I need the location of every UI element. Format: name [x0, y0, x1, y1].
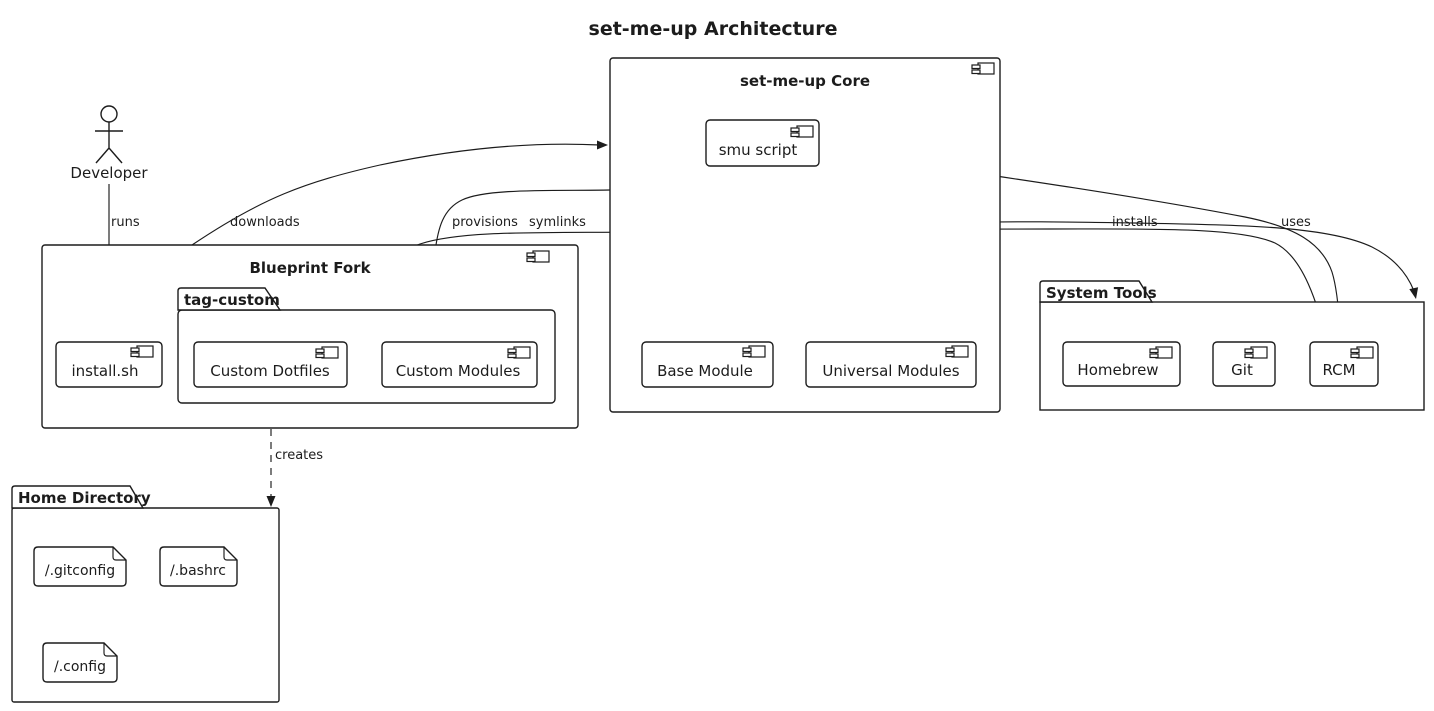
arrowhead-downloads: [597, 140, 608, 150]
blueprint-fork-title: Blueprint Fork: [249, 259, 371, 277]
component-icon: [790, 125, 814, 138]
custom-dotfiles-label: Custom Dotfiles: [210, 362, 330, 380]
component-icon: [1244, 346, 1268, 359]
smu-script-label: smu script: [719, 141, 798, 159]
rcm-label: RCM: [1322, 361, 1355, 379]
component-icon: [130, 345, 154, 358]
home-directory-tab: [11, 485, 145, 509]
actor-body: [95, 122, 123, 164]
edge-label-creates: creates: [275, 448, 323, 463]
component-base-module: Base Module: [641, 341, 774, 388]
actor-head: [100, 105, 118, 123]
homebrew-label: Homebrew: [1077, 361, 1158, 379]
edge-label-symlinks: symlinks: [529, 215, 586, 230]
file-gitconfig: /.gitconfig: [33, 546, 127, 587]
component-icon: [742, 345, 766, 358]
file-bashrc: /.bashrc: [159, 546, 238, 587]
system-tools-tab: [1039, 280, 1154, 303]
component-icon: [507, 346, 531, 359]
tag-custom-title: tag-custom: [184, 291, 280, 309]
component-icon: [315, 346, 339, 359]
gitconfig-shape: [33, 546, 127, 587]
edge-label-uses: uses: [1281, 215, 1311, 230]
component-icon: [1350, 346, 1374, 359]
component-icon: [945, 345, 969, 358]
custom-dotfiles-box: [193, 341, 348, 388]
component-homebrew: Homebrew: [1062, 341, 1181, 387]
component-icon: [1149, 346, 1173, 359]
edge-label-downloads: downloads: [230, 215, 300, 230]
config-shape: [42, 642, 118, 683]
edge-label-provisions-custom-modules: provisions: [452, 215, 518, 230]
gitconfig-label: /.gitconfig: [45, 563, 115, 579]
tag-custom-tab: [177, 287, 282, 311]
actor-label: Developer: [70, 164, 148, 182]
component-custom-modules: Custom Modules: [381, 341, 538, 388]
base-module-box: [641, 341, 774, 388]
arrowhead-installs: [1409, 287, 1419, 299]
component-custom-dotfiles: Custom Dotfiles: [193, 341, 348, 388]
git-label: Git: [1231, 361, 1253, 379]
component-universal-modules: Universal Modules: [805, 341, 977, 388]
file-config: /.config: [42, 642, 118, 683]
bashrc-shape: [159, 546, 238, 587]
component-smu-script: smu script: [705, 119, 820, 167]
diagram-title: set-me-up Architecture: [589, 18, 838, 40]
component-icon: [971, 62, 995, 75]
component-rcm: RCM: [1309, 341, 1379, 387]
config-fold: [103, 643, 117, 657]
custom-modules-label: Custom Modules: [396, 362, 521, 380]
arrowhead-creates: [266, 496, 276, 507]
component-icon: [526, 250, 550, 263]
install-sh-label: install.sh: [72, 362, 139, 380]
bashrc-fold: [223, 547, 237, 561]
gitconfig-fold: [112, 547, 126, 561]
actor-developer: Developer: [70, 105, 148, 182]
universal-modules-label: Universal Modules: [822, 362, 959, 380]
component-git: Git: [1212, 341, 1276, 387]
edge-label-installs: installs: [1112, 215, 1158, 230]
custom-modules-box: [381, 341, 538, 388]
bashrc-label: /.bashrc: [170, 563, 226, 579]
config-label: /.config: [54, 659, 106, 675]
home-directory-title: Home Directory: [18, 489, 151, 507]
base-module-label: Base Module: [657, 362, 753, 380]
universal-modules-box: [805, 341, 977, 388]
system-tools-title: System Tools: [1046, 284, 1157, 302]
component-install-sh: install.sh: [55, 341, 163, 388]
edge-label-runs: runs: [111, 215, 140, 230]
core-title: set-me-up Core: [740, 72, 870, 90]
